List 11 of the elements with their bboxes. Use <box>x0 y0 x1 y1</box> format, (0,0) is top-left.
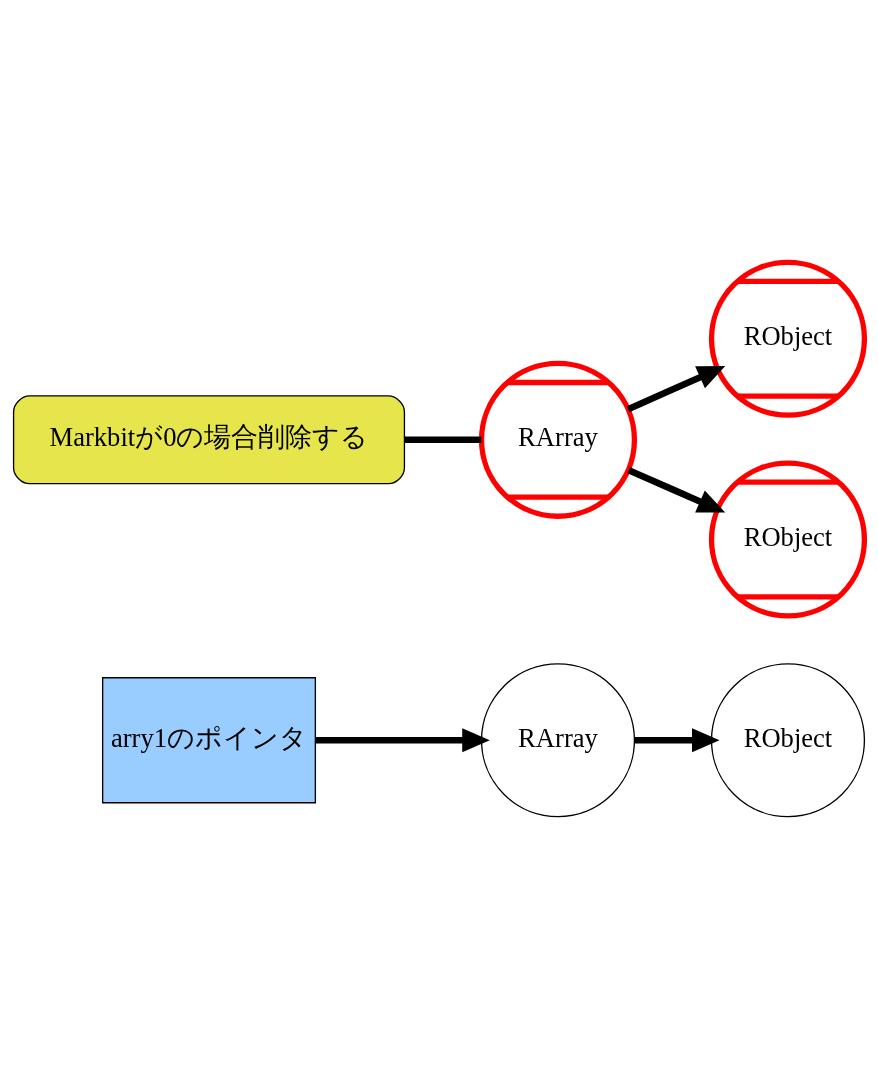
arrow <box>315 728 490 753</box>
node-box: Markbitが0の場合削除する <box>12 395 406 485</box>
arrow <box>627 467 726 513</box>
node-circle: RObject <box>708 259 868 418</box>
connector <box>404 436 482 444</box>
node-box: arry1のポインタ <box>102 677 317 804</box>
arrow <box>626 366 726 413</box>
node-circle: RObject <box>708 460 868 619</box>
node-circle: RArray <box>480 663 636 818</box>
node-circle: RObject <box>710 663 866 818</box>
node-circle: RArray <box>478 360 638 519</box>
